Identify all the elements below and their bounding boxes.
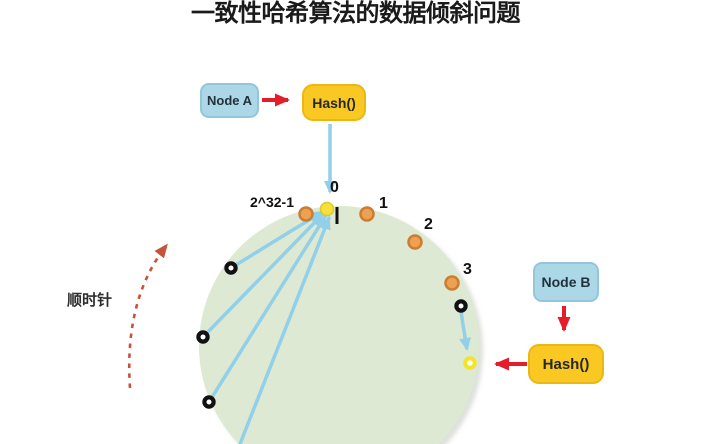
ring-label-2: 2 [424, 216, 433, 233]
clockwise-label: 顺时针 [67, 292, 113, 309]
clockwise-arrow [127, 243, 168, 389]
node-a-box: Node A [200, 83, 259, 118]
node-a-hash-point [319, 201, 335, 217]
ring-label-3: 3 [463, 261, 472, 278]
hash-b-box: Hash() [528, 344, 604, 384]
node-b-hash-point [463, 356, 477, 370]
key-dot-4 [454, 299, 468, 313]
ring-label-max: 2^32-1 [250, 194, 294, 210]
node-b-box: Node B [533, 262, 599, 302]
hash-a-box: Hash() [302, 84, 366, 121]
key-line-2 [201, 213, 324, 339]
key-line-4 [238, 216, 331, 444]
ring-node-3 [444, 275, 460, 291]
key-dot-3 [202, 395, 216, 409]
data-key-dots [196, 261, 468, 409]
ring-node-max [298, 206, 314, 222]
key-dot-1 [224, 261, 238, 275]
page-title: 一致性哈希算法的数据倾斜问题 [191, 0, 521, 27]
ring-node-1 [359, 206, 375, 222]
key-line-to-node-b [459, 310, 471, 351]
ring-nodes [298, 206, 460, 291]
key-dot-2 [196, 330, 210, 344]
red-arrows [262, 93, 571, 371]
ring-node-2 [407, 234, 423, 250]
ring-label-1: 1 [379, 195, 388, 212]
key-line-3 [207, 215, 327, 404]
ring-label-0: 0 [330, 179, 339, 196]
hash-ring-circle [199, 206, 479, 444]
